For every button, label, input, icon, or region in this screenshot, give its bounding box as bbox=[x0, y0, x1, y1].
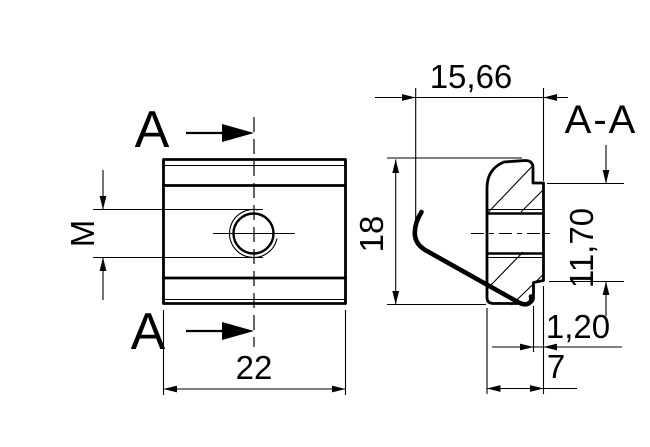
plan-view bbox=[162, 117, 347, 347]
dim-label-22: 22 bbox=[236, 349, 273, 386]
dim-label-18: 18 bbox=[353, 216, 390, 253]
section-label-a-top: A bbox=[135, 101, 170, 159]
dim-arrow-icon bbox=[602, 281, 610, 295]
dim-arrow-icon bbox=[332, 385, 346, 393]
section-view bbox=[412, 159, 550, 307]
leaf-spring bbox=[412, 209, 534, 307]
dim-overall-height: 18 bbox=[353, 157, 522, 306]
section-view-title: A-A bbox=[565, 98, 638, 142]
dim-flange-width: 7 bbox=[486, 308, 577, 394]
section-label-a-bottom: A bbox=[131, 303, 166, 361]
dim-spring-projection: 15,66 bbox=[375, 58, 568, 220]
dim-arrow-icon bbox=[99, 196, 107, 210]
section-arrow-icon-top bbox=[222, 124, 254, 142]
dim-thread: M bbox=[64, 170, 263, 300]
dim-label-11-70: 11,70 bbox=[563, 208, 600, 288]
dim-label-1-20: 1,20 bbox=[546, 308, 610, 345]
dim-arrow-icon bbox=[530, 385, 544, 392]
dim-arrow-icon bbox=[543, 94, 557, 101]
dim-label-7: 7 bbox=[547, 348, 565, 385]
thread-major-arc bbox=[229, 208, 278, 259]
section-profile-outline bbox=[485, 159, 545, 305]
dim-lip-thickness: 1,20 bbox=[492, 286, 622, 394]
dim-arrow-icon bbox=[602, 170, 610, 184]
section-cut-arrow-bottom: A bbox=[131, 303, 254, 361]
dim-arrow-icon bbox=[543, 343, 557, 351]
dim-label-15-66: 15,66 bbox=[430, 58, 513, 95]
dim-label-thread: M bbox=[64, 220, 101, 248]
section-cut-arrow-top: A bbox=[135, 101, 254, 159]
dim-arrow-icon bbox=[402, 94, 416, 101]
dim-arrow-icon bbox=[520, 343, 534, 351]
dim-arrow-icon bbox=[487, 385, 501, 392]
dim-arrow-icon bbox=[163, 385, 177, 393]
dim-overall-width: 22 bbox=[162, 310, 347, 395]
dim-flange-height: 11,70 bbox=[547, 145, 624, 316]
dim-arrow-icon bbox=[392, 291, 400, 305]
section-arrow-icon-bottom bbox=[222, 322, 254, 340]
dim-arrow-icon bbox=[392, 159, 400, 173]
dim-arrow-icon bbox=[99, 257, 107, 271]
hatching bbox=[488, 166, 544, 306]
